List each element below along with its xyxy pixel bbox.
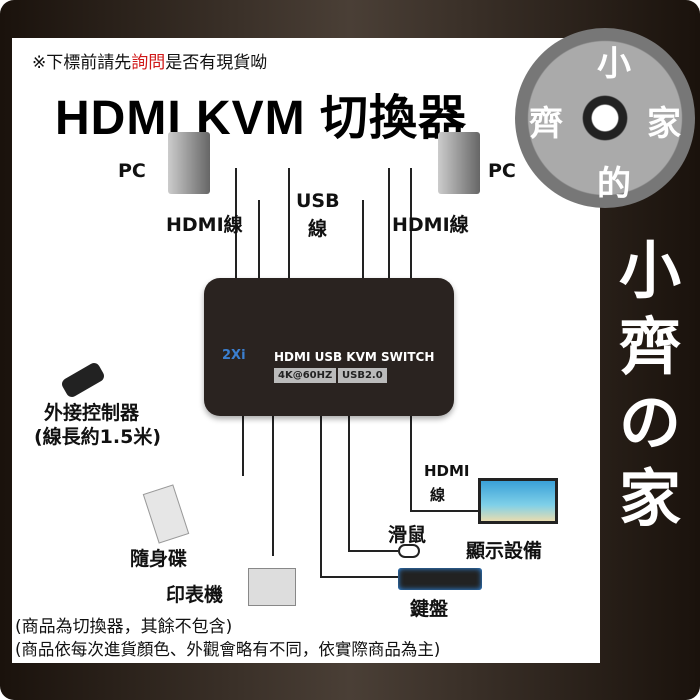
brand-char: の	[618, 386, 681, 459]
cable	[362, 200, 364, 280]
cable	[410, 510, 478, 512]
pc-tower-icon	[438, 132, 480, 194]
monitor-label: 顯示設備	[466, 540, 543, 562]
cable	[258, 200, 260, 280]
logo-char: 的	[597, 164, 631, 204]
notice-highlight: 詢問	[131, 53, 166, 73]
brand-logo-seal: 小 家 齊 的	[515, 28, 695, 208]
note-contents: (商品為切換器，其餘不包含)	[15, 617, 233, 637]
cable	[320, 576, 400, 578]
pc-right-label: PC	[488, 160, 516, 182]
spec-resolution: 4K@60HZ	[274, 368, 337, 383]
spec-usb: USB2.0	[338, 368, 387, 383]
kvm-switch-device: 2Xi HDMI USB KVM SWITCH 4K@60HZ USB2.0	[204, 278, 454, 416]
remote-length-label: (線長約1.5米)	[34, 426, 162, 448]
logo-char: 家	[647, 104, 681, 144]
device-brand: 2Xi	[222, 348, 246, 363]
cable	[242, 416, 244, 476]
hdmi-out-line-label: 線	[430, 486, 446, 504]
device-name: HDMI USB KVM SWITCH	[274, 350, 435, 364]
remote-label: 外接控制器	[44, 402, 140, 424]
brand-char: 小	[618, 234, 681, 307]
mouse-icon	[398, 544, 420, 558]
cable	[320, 416, 322, 576]
hdmi-right-label: HDMI線	[392, 214, 469, 236]
brand-char: 家	[618, 462, 681, 535]
note-appearance: (商品依每次進貨顏色、外觀會略有不同，依實際商品為主)	[15, 640, 441, 659]
usb-disk-label: 隨身碟	[130, 548, 188, 570]
keyboard-icon	[398, 568, 482, 590]
cable	[348, 550, 398, 552]
logo-char: 齊	[529, 104, 563, 144]
usb-label: USB	[296, 190, 340, 212]
cable	[272, 416, 274, 556]
monitor-icon	[478, 478, 558, 524]
hdmi-out-label: HDMI	[424, 462, 470, 480]
stock-notice: ※下標前請先詢問是否有現貨呦	[32, 53, 268, 73]
brand-vertical-text: 小 齊 の 家	[610, 240, 690, 530]
logo-char: 小	[597, 44, 631, 84]
cable	[288, 168, 290, 280]
pc-tower-icon	[168, 132, 210, 194]
printer-icon	[248, 568, 296, 606]
cable	[410, 416, 412, 512]
keyboard-label: 鍵盤	[410, 598, 449, 620]
cable	[410, 168, 412, 280]
hdmi-left-label: HDMI線	[166, 214, 243, 236]
mouse-label: 滑鼠	[388, 524, 427, 546]
pc-left-label: PC	[118, 160, 146, 182]
printer-label: 印表機	[166, 584, 224, 606]
cable	[348, 416, 350, 550]
page-title: HDMI KVM 切換器	[55, 92, 467, 145]
usb-line-label: 線	[308, 218, 328, 240]
cable	[235, 168, 237, 280]
brand-char: 齊	[618, 310, 681, 383]
cable	[388, 168, 390, 280]
